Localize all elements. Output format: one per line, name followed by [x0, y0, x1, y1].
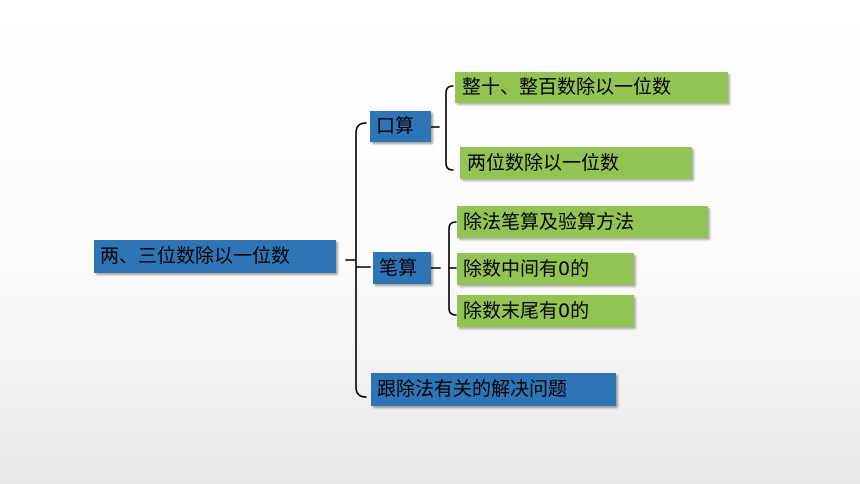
kousuan-bracket [445, 85, 454, 171]
kousuan-node: 口算 [370, 111, 431, 142]
main-bracket [355, 122, 367, 398]
bisuan-leaf-3-label: 除数末尾有0的 [463, 299, 590, 322]
problems-node: 跟除法有关的解决问题 [371, 373, 616, 406]
bisuan-label: 笔算 [379, 256, 418, 279]
bisuan-node: 笔算 [373, 252, 431, 284]
problems-label: 跟除法有关的解决问题 [377, 378, 568, 400]
bisuan-leaf-2-label: 除数中间有0的 [463, 257, 590, 280]
bisuan-leaf-1-label: 除法笔算及验算方法 [463, 210, 635, 233]
kousuan-leaf-1-label: 整十、整百数除以一位数 [462, 76, 672, 98]
root-label: 两、三位数除以一位数 [100, 245, 291, 267]
root-node: 两、三位数除以一位数 [94, 240, 336, 273]
kousuan-leaf-2: 两位数除以一位数 [460, 147, 692, 179]
kousuan-label: 口算 [376, 115, 415, 137]
bisuan-leaf-2: 除数中间有0的 [457, 253, 634, 285]
bisuan-leaf-3: 除数末尾有0的 [457, 295, 634, 327]
kousuan-leaf-2-label: 两位数除以一位数 [467, 151, 620, 174]
bisuan-leaf-1: 除法笔算及验算方法 [457, 206, 708, 238]
kousuan-leaf-1: 整十、整百数除以一位数 [455, 72, 728, 103]
